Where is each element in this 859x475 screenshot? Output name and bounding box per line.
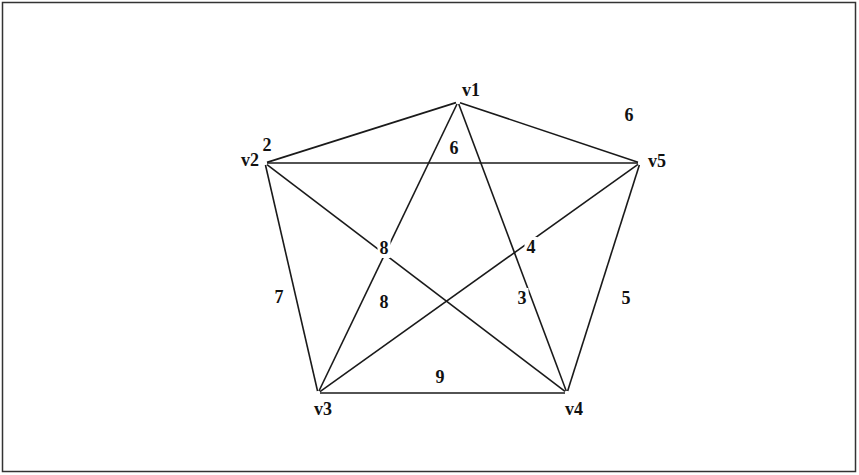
graph-edge bbox=[267, 103, 456, 163]
edge-weight: 3 bbox=[516, 288, 529, 308]
vertex-label-box: v4 bbox=[565, 399, 583, 419]
graph-edge bbox=[267, 165, 565, 392]
edge-weight: 2 bbox=[261, 135, 274, 155]
graph-edge bbox=[320, 392, 565, 394]
vertex-label: v5 bbox=[648, 151, 666, 171]
graph-edge bbox=[460, 103, 638, 163]
graph-vertex: v2 bbox=[263, 161, 267, 165]
vertex-label-box: v2 bbox=[241, 150, 259, 170]
vertex-label: v3 bbox=[314, 399, 332, 419]
picture-frame bbox=[3, 3, 856, 472]
edge-weight: 6 bbox=[623, 105, 636, 125]
vertex-label-box: v1 bbox=[462, 80, 480, 100]
graph-vertex: v3 bbox=[316, 391, 320, 395]
edge-weight: 7 bbox=[273, 287, 286, 307]
graph-edge bbox=[319, 104, 457, 391]
vertex-label: v2 bbox=[241, 150, 259, 170]
edge-weight: 8 bbox=[378, 292, 391, 312]
edge-weight: 8 bbox=[378, 238, 391, 258]
edge-weight: 4 bbox=[525, 237, 538, 257]
graph-edge bbox=[267, 162, 638, 164]
vertex-label-box: v5 bbox=[648, 151, 666, 171]
vertex-label: v1 bbox=[462, 80, 480, 100]
edge-weight: 5 bbox=[620, 288, 633, 308]
graph-edge bbox=[568, 165, 640, 391]
graph-vertex: v1 bbox=[456, 100, 460, 104]
vertex-label-box: v3 bbox=[314, 399, 332, 419]
graph-edge bbox=[265, 165, 317, 391]
graph-edge bbox=[320, 164, 638, 391]
edge-weight: 6 bbox=[448, 138, 461, 158]
graph-vertex: v5 bbox=[638, 161, 642, 165]
edge-weight: 9 bbox=[434, 367, 447, 387]
graph-vertex: v4 bbox=[565, 391, 569, 395]
graph-edge bbox=[459, 104, 567, 391]
vertex-label: v4 bbox=[565, 399, 583, 419]
